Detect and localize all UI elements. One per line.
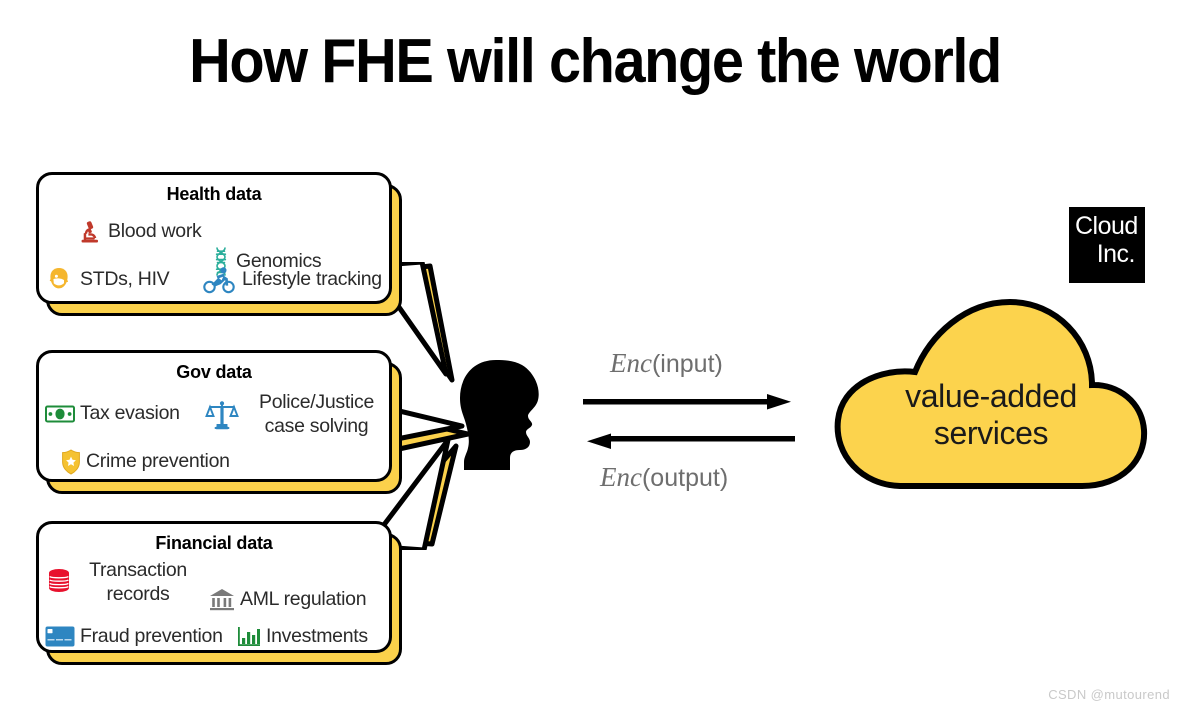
list-item-label: Police/Justice case solving	[258, 391, 375, 437]
list-item-label: Transaction records	[89, 559, 187, 606]
health-box-items: Blood work Genomics	[39, 205, 389, 297]
list-item-label: Lifestyle tracking	[242, 268, 382, 291]
gov-box-body: Gov data Tax evasion	[36, 350, 392, 482]
bank-icon	[209, 588, 235, 612]
enc-input-label: Enc(input)	[610, 348, 723, 379]
financial-box-items: Transaction records	[39, 554, 389, 648]
cloud-shape	[820, 280, 1160, 500]
list-item[interactable]: Tax evasion	[45, 402, 180, 425]
health-data-box: Health data	[36, 172, 402, 316]
financial-bubble-tail	[365, 440, 459, 550]
list-item[interactable]: AML regulation	[209, 588, 367, 612]
cloud-inc-line2: Inc.	[1096, 239, 1136, 268]
enc-input-arg: (input)	[651, 350, 723, 378]
database-icon	[45, 567, 73, 597]
list-item-label: AML regulation	[240, 588, 367, 611]
enc-input-fn: Enc	[610, 348, 652, 378]
enc-output-label: Enc(output)	[600, 462, 728, 493]
health-box-body: Health data	[36, 172, 392, 304]
scales-icon	[205, 398, 239, 432]
list-item-label: Crime prevention	[86, 450, 230, 473]
health-box-title: Health data	[166, 184, 262, 204]
gov-box-items: Tax evasion	[39, 383, 389, 475]
list-item-label: Blood work	[108, 220, 202, 243]
financial-data-box: Financial data	[36, 521, 402, 665]
enc-output-fn: Enc	[600, 462, 642, 492]
list-item[interactable]: STDs, HIV	[45, 265, 170, 295]
cloud-label-line2: services	[933, 415, 1049, 452]
banknote-icon	[45, 405, 75, 423]
police-badge-icon	[61, 449, 81, 475]
enc-output-arg: (output)	[641, 464, 729, 492]
list-item-label: Tax evasion	[80, 402, 180, 424]
cloud-label: value-added services	[826, 378, 1156, 452]
financial-box-body: Financial data	[36, 521, 392, 653]
list-item[interactable]: Investments	[237, 625, 368, 648]
microscope-icon	[77, 219, 103, 245]
cyclist-icon	[203, 265, 237, 295]
masked-face-icon	[45, 265, 75, 295]
list-item-label: Fraud prevention	[80, 625, 223, 647]
head-silhouette-icon	[452, 358, 556, 481]
list-item[interactable]: Fraud prevention	[45, 625, 223, 648]
credit-card-icon	[45, 626, 75, 647]
page-title: How FHE will change the world	[189, 27, 1002, 96]
list-item[interactable]: Transaction records	[45, 558, 198, 606]
cloud-inc-badge: Cloud Inc.	[1069, 207, 1145, 283]
gov-box-title: Gov data	[176, 362, 252, 382]
list-item[interactable]: Crime prevention	[61, 449, 230, 475]
cloud-label-line1: value-added	[905, 378, 1077, 414]
gov-data-box: Gov data Tax evasion	[36, 350, 402, 494]
watermark: CSDN @mutourend	[1048, 687, 1170, 702]
list-item-label: STDs, HIV	[80, 268, 170, 291]
list-item[interactable]: Lifestyle tracking	[203, 265, 382, 295]
cloud-inc-line1: Cloud	[1075, 212, 1138, 240]
list-item-label: Investments	[266, 625, 368, 648]
request-response-arrows	[583, 394, 795, 449]
financial-box-title: Financial data	[155, 533, 273, 553]
list-item-label: Genomics	[236, 250, 322, 273]
bar-chart-icon	[237, 626, 261, 648]
list-item[interactable]: Blood work	[77, 219, 202, 245]
list-item[interactable]: Police/Justice case solving	[205, 391, 389, 439]
